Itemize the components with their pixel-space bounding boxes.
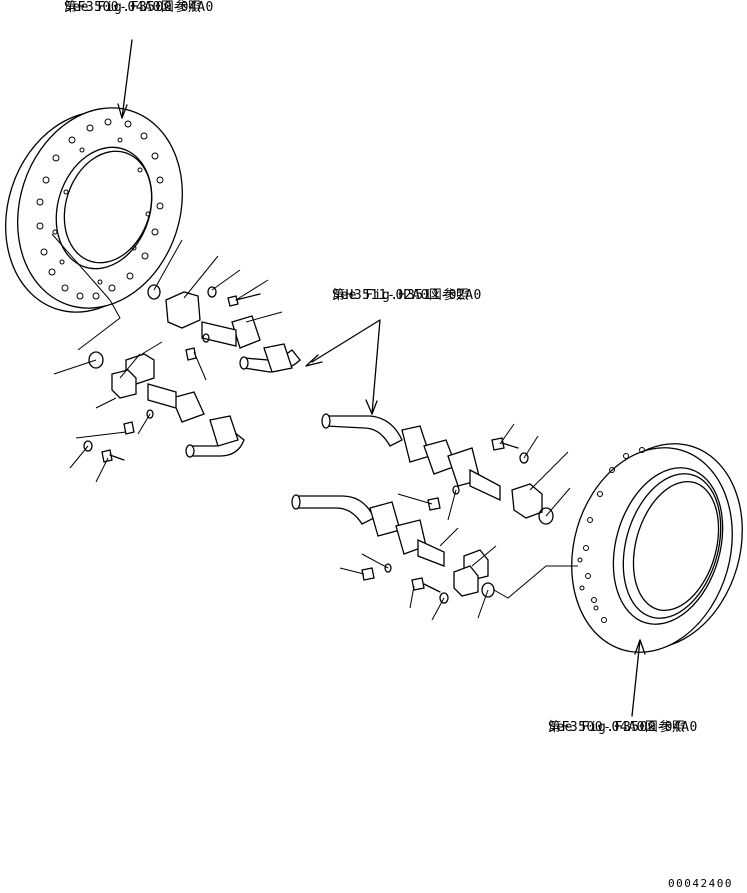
right-bolt-icon xyxy=(361,437,519,593)
reference-jp-text: 第F3500-04A0図参照 xyxy=(64,0,202,15)
reference-en-text: See Fig.H3511-02A0 xyxy=(332,288,482,303)
right-wheel-hub-icon xyxy=(571,443,743,653)
reference-arrows xyxy=(117,39,646,717)
right-hydraulic-hose-icon xyxy=(291,413,431,537)
left-hydraulic-hose-icon xyxy=(185,343,301,458)
drawing-number: 00042400 xyxy=(668,877,733,890)
right-washer-icon xyxy=(439,452,529,604)
left-washer-icon xyxy=(83,286,217,452)
left-split-flange-icon xyxy=(111,291,261,423)
reference-jp-text: 第F3500-04A0図参照 xyxy=(548,720,686,735)
left-callout-lines xyxy=(51,233,283,483)
left-o-ring-icon xyxy=(88,284,210,419)
reference-en-text: See Fig.F3500-04A0 xyxy=(548,720,698,735)
right-split-flange-icon xyxy=(395,439,543,597)
right-o-ring-icon xyxy=(384,485,554,598)
right-callout-lines xyxy=(339,423,578,621)
reference-en-text: See Fig.F3500-04A0 xyxy=(64,0,214,15)
left-bolt-icon xyxy=(101,293,261,463)
reference-jp-text: 第H3511-02A0図参照 xyxy=(332,288,470,303)
left-wheel-hub-icon xyxy=(4,107,184,313)
